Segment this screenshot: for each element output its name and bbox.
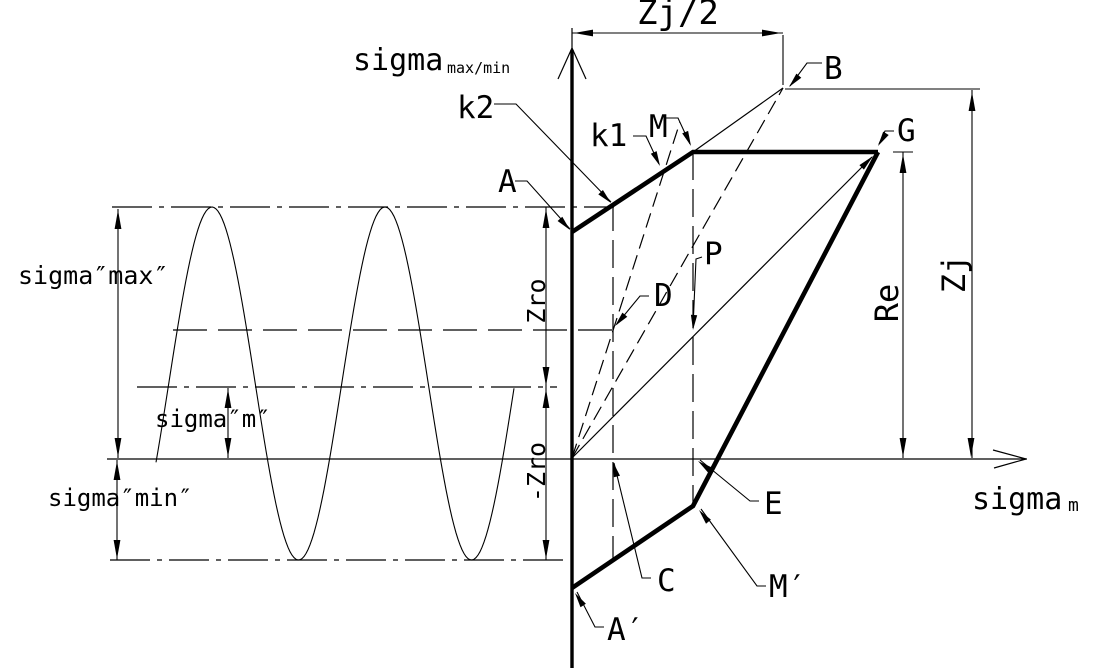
dim-sigma-m-arrow-bottom <box>224 438 232 457</box>
dim-neg-zro-arrow-top <box>542 389 550 408</box>
leader-arrow-A-prime <box>575 593 586 608</box>
leader-C <box>613 462 651 579</box>
leader-arrow-M <box>682 130 691 146</box>
leader-arrow-D <box>615 312 628 326</box>
dim-zro-arrow-top <box>542 209 550 228</box>
wave-label-sigma-max: sigma″max″ <box>18 261 169 290</box>
dim-label-neg-zro: -Zro <box>522 442 551 502</box>
y-axis-arrowhead-left <box>557 47 573 80</box>
dim-sigma-max-arrow-bottom <box>114 438 122 457</box>
dim-label-zj2: Zj/2 <box>637 0 719 33</box>
line-45deg-0-P-G <box>571 156 873 459</box>
dim-sigma-min-arrow-bottom <box>113 540 121 559</box>
point-label-B: B <box>824 51 843 87</box>
dim-sigma-min-arrow-top <box>113 461 121 480</box>
line-45deg-arrow-at-G <box>859 156 873 170</box>
point-label-A: A <box>498 164 517 200</box>
y-axis-title-sub: max/min <box>447 59 510 77</box>
leader-arrow-P <box>690 314 698 330</box>
dim-zj2-arrow-left <box>574 29 593 37</box>
leader-arrow-k1 <box>650 151 660 166</box>
leader-k2 <box>494 103 612 203</box>
dim-zj2-arrow-right <box>762 29 781 37</box>
leader-arrow-C <box>613 462 620 478</box>
leader-A-prime <box>576 591 604 628</box>
point-label-G: G <box>897 113 916 149</box>
leader-arrow-M-prime <box>699 510 711 524</box>
point-label-k1: k1 <box>590 118 627 154</box>
x-axis-title-sub: m <box>1068 495 1079 516</box>
point-label-P: P <box>704 236 723 272</box>
leader-arrow-E <box>698 461 712 473</box>
leader-E <box>699 459 759 502</box>
dim-zro-arrow-bottom <box>542 367 550 386</box>
point-label-C: C <box>657 563 676 599</box>
dim-zj-arrow-top <box>968 92 976 111</box>
wave-label-sigma-m: sigma″m″ <box>155 405 271 433</box>
dim-re-arrow-bottom <box>899 438 907 457</box>
extension-M-to-B <box>692 87 784 153</box>
leader-arrow-B <box>789 73 802 87</box>
point-label-k2: k2 <box>457 90 494 126</box>
leader-arrow-k2 <box>598 190 611 203</box>
leader-P <box>692 256 703 329</box>
point-label-M-prime: M′ <box>769 569 806 605</box>
leader-A <box>515 180 571 230</box>
limit-line-lower-Ap-Mp-G <box>570 150 881 590</box>
dim-zj-arrow-bottom <box>967 438 975 457</box>
y-axis-title: sigma <box>353 43 443 78</box>
dim-label-re: Re <box>868 284 906 323</box>
point-label-D: D <box>654 278 673 314</box>
limit-line-upper-A-M-G <box>570 149 878 234</box>
arrowheads-group <box>113 29 976 608</box>
y-axis-arrowhead-right <box>571 47 587 80</box>
dim-label-zj: Zj <box>935 255 973 294</box>
x-axis-arrowhead-lower <box>993 458 1027 469</box>
dim-neg-zro-arrow-bottom <box>542 540 550 559</box>
load-line-0-D-k1 <box>571 121 681 459</box>
point-label-M: M <box>649 109 668 145</box>
leader-arrow-G <box>878 131 889 146</box>
leader-arrow-A <box>557 216 570 230</box>
leader-M <box>666 117 691 145</box>
load-line-0-B <box>571 87 784 459</box>
point-label-A-prime: A′ <box>607 612 644 648</box>
dim-label-zro: Zro <box>522 278 551 323</box>
point-label-E: E <box>764 486 783 522</box>
dim-sigma-max-arrow-top <box>114 210 122 229</box>
stress-time-wave <box>155 206 515 561</box>
dim-re-arrow-top <box>899 154 907 173</box>
stress-wave-group <box>155 206 515 561</box>
limit-lines-and-leaders-group <box>494 62 894 628</box>
x-axis-arrowhead-upper <box>992 449 1027 460</box>
leader-M-prime <box>700 508 766 587</box>
dim-sigma-m-arrow-top <box>224 389 232 408</box>
wave-label-sigma-min: sigma″min″ <box>48 484 193 512</box>
x-axis-title: sigma <box>972 482 1062 517</box>
axes-group <box>107 28 1027 668</box>
